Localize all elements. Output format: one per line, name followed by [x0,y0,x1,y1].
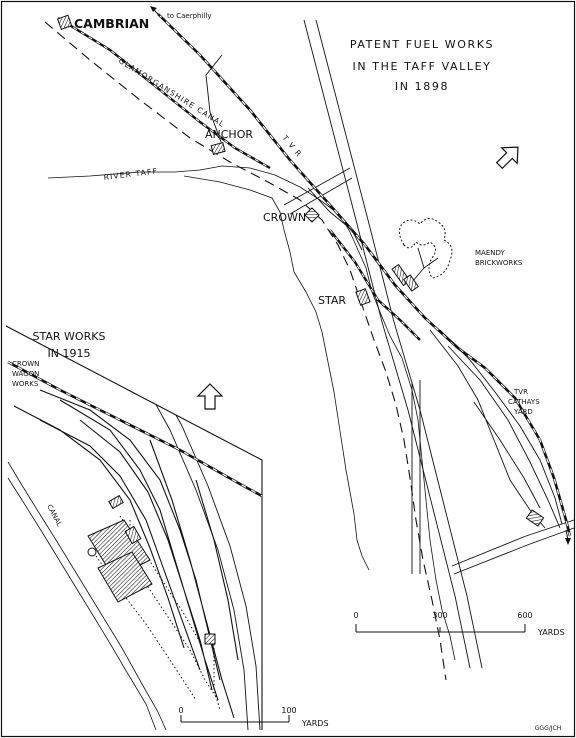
cathays-arrow-icon [565,529,571,545]
north-arrow-inset-icon [196,383,224,410]
star-railway [329,229,421,341]
label-to-caerphilly: to Caerphilly [167,12,211,20]
inset-title-line-1: STAR WORKS [33,330,106,343]
main-road [303,19,483,669]
title-line-2: IN THE TAFF VALLEY [352,60,491,73]
label-crown: CROWN [263,211,306,224]
label-crown-wagon-1: CROWN [12,360,39,368]
scale-bar-inset [180,715,290,723]
label-tvr: T V R [280,133,304,159]
scale-main-unit: YARDS [537,628,565,637]
inset-narrow-gauge [95,515,221,711]
label-crown-wagon-2: WAGON [12,370,39,378]
inset-canal-bank [7,461,167,730]
title-line-3: IN 1898 [395,80,449,93]
crown-works-building [304,207,320,223]
maendy-brickworks [391,218,453,292]
label-maendy: MAENDY [475,249,505,257]
inset-road [137,367,261,730]
scale-inset-unit: YARDS [301,719,329,728]
inset-title-line-2: IN 1915 [48,347,91,360]
north-arrow-caerphilly-icon [150,6,161,17]
label-anchor: ANCHOR [205,128,253,141]
inset-map: STAR WORKS IN 1915 CROWN WAGON WORKS CAN… [5,325,329,730]
label-cathays-2: CATHAYS [508,398,540,406]
scale-main-tick-300: 300 [432,611,447,620]
north-arrow-main-icon [495,146,519,170]
label-river-taff: RIVER TAFF [103,166,158,182]
label-cathays-1: TVR [513,388,528,396]
star-works-building [355,288,371,306]
scale-inset-tick-100: 100 [281,706,296,715]
inset-star-works-buildings [87,494,216,645]
label-cambrian: CAMBRIAN [74,16,149,31]
scale-main-tick-0: 0 [353,611,358,620]
cathays-yard-building [525,509,545,527]
map-credit: GGG/JCH [535,725,561,732]
label-brickworks: BRICKWORKS [475,259,523,267]
side-road-south [411,380,575,575]
river-taff [47,165,456,661]
inset-border [5,325,263,730]
scale-main-tick-600: 600 [517,611,532,620]
label-star: STAR [318,294,346,307]
label-crown-wagon-3: WORKS [12,380,39,388]
cambrian-works-building [56,14,73,30]
anchor-works-building [210,141,226,155]
title-line-1: PATENT FUEL WORKS [350,38,494,51]
label-cathays-3: YARD [513,408,533,416]
scale-inset-tick-0: 0 [178,706,183,715]
scale-bar-main [355,624,526,633]
tvr-main-line [157,13,572,537]
cambrian-railway [57,16,271,170]
inset-sidings [13,389,239,719]
